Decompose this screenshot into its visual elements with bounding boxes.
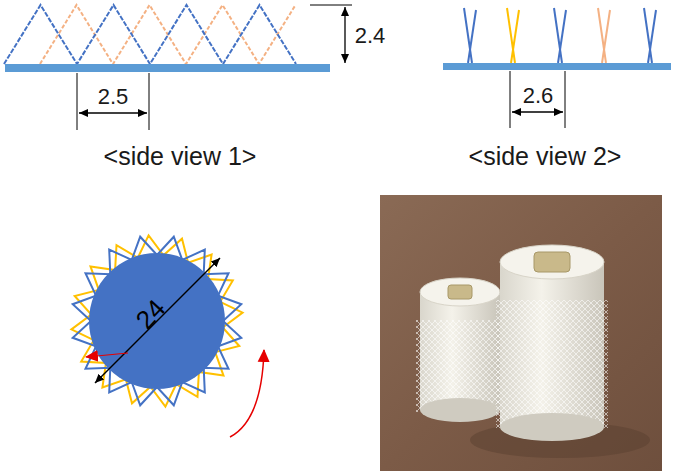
base-bar <box>443 63 671 70</box>
fiber-zigzag <box>71 235 242 406</box>
side-view-2 <box>464 8 656 63</box>
rotation-arrow <box>230 350 264 437</box>
fiber-strand <box>648 10 656 63</box>
motion-arrow <box>86 353 128 357</box>
fiber-strand <box>507 8 515 63</box>
fiber-strand <box>558 10 566 63</box>
dimension-arrow <box>512 111 563 112</box>
base-bar <box>5 64 330 72</box>
dimension-label: 2.6 <box>523 85 554 107</box>
photo <box>380 195 662 471</box>
dimension-arrow <box>79 112 147 113</box>
fiber-zigzag <box>4 5 296 64</box>
fiber-zigzag <box>73 237 242 406</box>
fiber-strand <box>598 8 606 63</box>
view-caption: <side view 1> <box>104 144 257 169</box>
fiber-strand <box>468 10 476 63</box>
view-caption: <side view 2> <box>469 144 622 169</box>
dimension-label: 2.4 <box>355 25 386 47</box>
fiber-strand <box>554 8 562 63</box>
fiber-strand <box>464 8 472 63</box>
fiber-strand <box>644 8 652 63</box>
fiber-zigzag <box>40 5 296 64</box>
diameter-arrow <box>95 258 220 383</box>
fiber-zigzag <box>71 235 242 406</box>
fiber-strand <box>511 10 519 63</box>
dimension-label: 2.5 <box>98 86 129 108</box>
fiber-strand <box>602 10 610 63</box>
side-view-1 <box>4 5 296 64</box>
dimension-arrow <box>344 7 345 63</box>
roller-section <box>89 253 225 389</box>
